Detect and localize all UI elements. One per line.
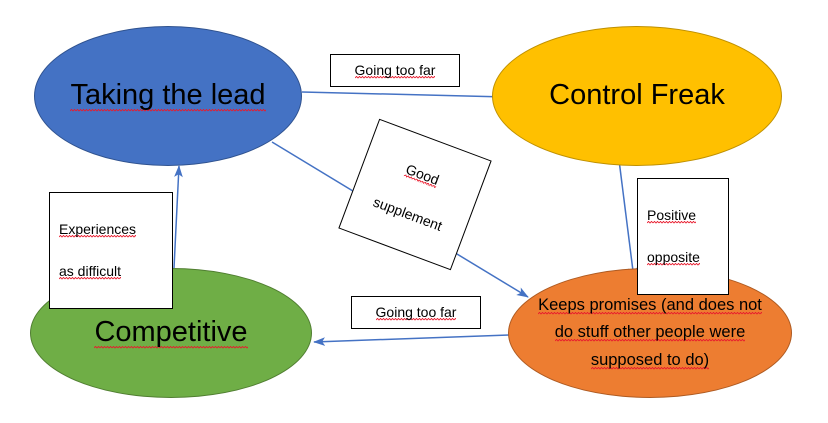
edge-label-experiences-as-difficult-line-1: Experiences bbox=[59, 221, 137, 238]
node-taking-the-lead[interactable]: Taking the lead bbox=[34, 26, 302, 166]
edge-label-experiences-as-difficult: Experiences as difficult bbox=[49, 192, 173, 309]
edge-label-going-too-far-top: Going too far bbox=[330, 54, 460, 87]
node-competitive-text: Competitive bbox=[94, 316, 248, 350]
node-keeps-promises-label: Keeps promises (and does not do stuff ot… bbox=[528, 292, 772, 374]
edge-label-good-supplement-line-1: Good bbox=[403, 160, 442, 189]
node-taking-the-lead-label: Taking the lead bbox=[60, 77, 275, 114]
connector-keeps-promises-to-competitive bbox=[313, 334, 510, 346]
node-keeps-promises-line-2: do stuff other people were bbox=[554, 323, 746, 343]
connector-control-freak-to-keeps-promises bbox=[618, 159, 637, 280]
edge-label-positive-opposite-line-1: Positive bbox=[647, 207, 697, 224]
node-taking-the-lead-text: Taking the lead bbox=[70, 79, 266, 113]
node-keeps-promises-line-1: Keeps promises (and does not bbox=[538, 296, 762, 316]
node-competitive-label: Competitive bbox=[84, 314, 257, 351]
connector-taking-the-lead-to-control-freak bbox=[301, 91, 507, 102]
edge-label-good-supplement-line-2: supplement bbox=[371, 193, 445, 234]
edge-label-going-too-far-bottom-text: Going too far bbox=[375, 304, 457, 321]
node-keeps-promises-line-3: supposed to do) bbox=[590, 350, 710, 370]
connector-competitive-to-taking-the-lead bbox=[173, 165, 183, 269]
edge-label-positive-opposite: Positive opposite bbox=[637, 178, 729, 295]
node-control-freak-label: Control Freak bbox=[539, 77, 735, 114]
edge-label-going-too-far-bottom: Going too far bbox=[351, 296, 481, 329]
edge-label-going-too-far-top-text: Going too far bbox=[354, 62, 436, 79]
edge-label-positive-opposite-line-2: opposite bbox=[647, 249, 700, 266]
edge-label-experiences-as-difficult-line-2: as difficult bbox=[59, 263, 121, 280]
node-control-freak[interactable]: Control Freak bbox=[492, 26, 782, 166]
node-control-freak-text: Control Freak bbox=[549, 79, 725, 112]
